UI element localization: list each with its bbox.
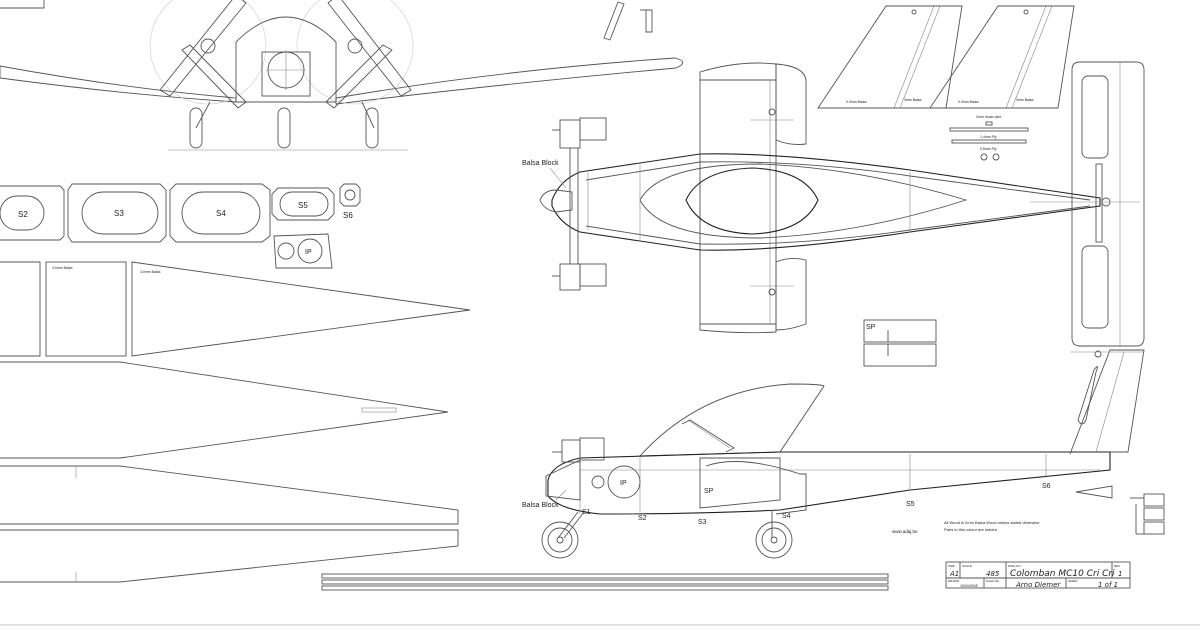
station-s6-label: S6 <box>1042 483 1051 490</box>
part-ip-label: IP <box>305 249 312 256</box>
drawn-label: DRAWN <box>948 579 959 583</box>
top-balsa-block-label: Balsa Block <box>522 160 559 167</box>
station-s3-label: S3 <box>698 519 707 526</box>
side-sp-label: SP <box>704 488 714 495</box>
sheet-note-b: 3.0mm Balsa <box>140 270 160 274</box>
wire-detail-top <box>603 1 653 41</box>
station-s2-label: S2 <box>638 515 647 522</box>
dwg-label: DWG NO <box>1008 564 1021 568</box>
rev-value: 1 <box>1118 570 1122 578</box>
part-s3-label: S3 <box>114 209 124 218</box>
wire-note-1: 1.4mm Ply <box>980 135 997 139</box>
wood-note-2: Parts in this colour are hidden <box>944 527 997 532</box>
station-s4-label: S4 <box>782 513 791 520</box>
sheet-label: SHEET <box>1068 579 1078 583</box>
scale-label: SCALE <box>962 564 972 568</box>
station-s1-label: S1 <box>582 509 591 516</box>
sp-part: SP <box>863 319 937 367</box>
drawing-title: Colomban MC10 Cri Cri <box>1010 569 1115 579</box>
drawn-by-label: Drawn By <box>986 579 1000 583</box>
size-label: SIZE <box>948 564 955 568</box>
side-balsa-block-label: Balsa Block <box>522 502 559 509</box>
scale-value: 485 <box>986 570 1000 578</box>
sheet-value: 1 of 1 <box>1098 581 1118 589</box>
part-s6-label: S6 <box>343 211 353 220</box>
wood-note-1: All Wood is 2mm Balsa Wood unless stated… <box>944 520 1040 525</box>
sheet-note-a: 3.0mm Balsa <box>52 266 72 270</box>
hinge-detail <box>1130 493 1165 535</box>
wire-parts: 2mm music wire 1.4mm Ply 0.5mm Ply <box>949 115 1029 161</box>
size-value: A1 <box>949 570 959 578</box>
author-name: Arno Diemer <box>1015 581 1061 589</box>
wire-note-2: 0.5mm Ply <box>980 147 997 151</box>
stabilizer-top <box>1071 61 1145 347</box>
top-view: Balsa Block <box>522 62 1140 334</box>
drawn-date: 15/04/2008 <box>960 584 978 588</box>
title-block: SIZE A1 SCALE 485 DWG NO Colomban MC10 C… <box>945 561 1131 589</box>
station-s5-label: S5 <box>906 501 915 508</box>
fin-note-d: 3mm Balsa <box>1016 98 1034 102</box>
former-parts: S2 S3 S4 S5 S6 IP <box>0 183 361 269</box>
side-view: IP SP Balsa Block S1 S2 S3 S4 S5 S6 www.… <box>522 349 1145 559</box>
fin-note-c: 0.3mm Balsa <box>958 100 978 104</box>
wire-note-piano: 2mm music wire <box>976 115 1001 119</box>
side-ip-label: IP <box>620 480 627 487</box>
sp-part-label: SP <box>866 324 876 331</box>
part-s4-label: S4 <box>216 209 226 218</box>
fin-parts: 0.3mm Balsa 3mm Balsa 0.3mm Balsa 3mm Ba… <box>817 5 1075 109</box>
rev-label: REV <box>1114 564 1120 568</box>
fin-note-b: 3mm Balsa <box>904 98 922 102</box>
front-view <box>0 0 684 151</box>
part-s2-label: S2 <box>18 210 28 219</box>
strip-wood <box>0 573 1200 626</box>
part-s5-label: S5 <box>298 201 308 210</box>
fin-note-a: 0.3mm Balsa <box>846 100 866 104</box>
sheet-parts: 3.0mm Balsa 3.0mm Balsa <box>0 261 471 583</box>
website-label: www.adaj.be <box>892 529 918 534</box>
